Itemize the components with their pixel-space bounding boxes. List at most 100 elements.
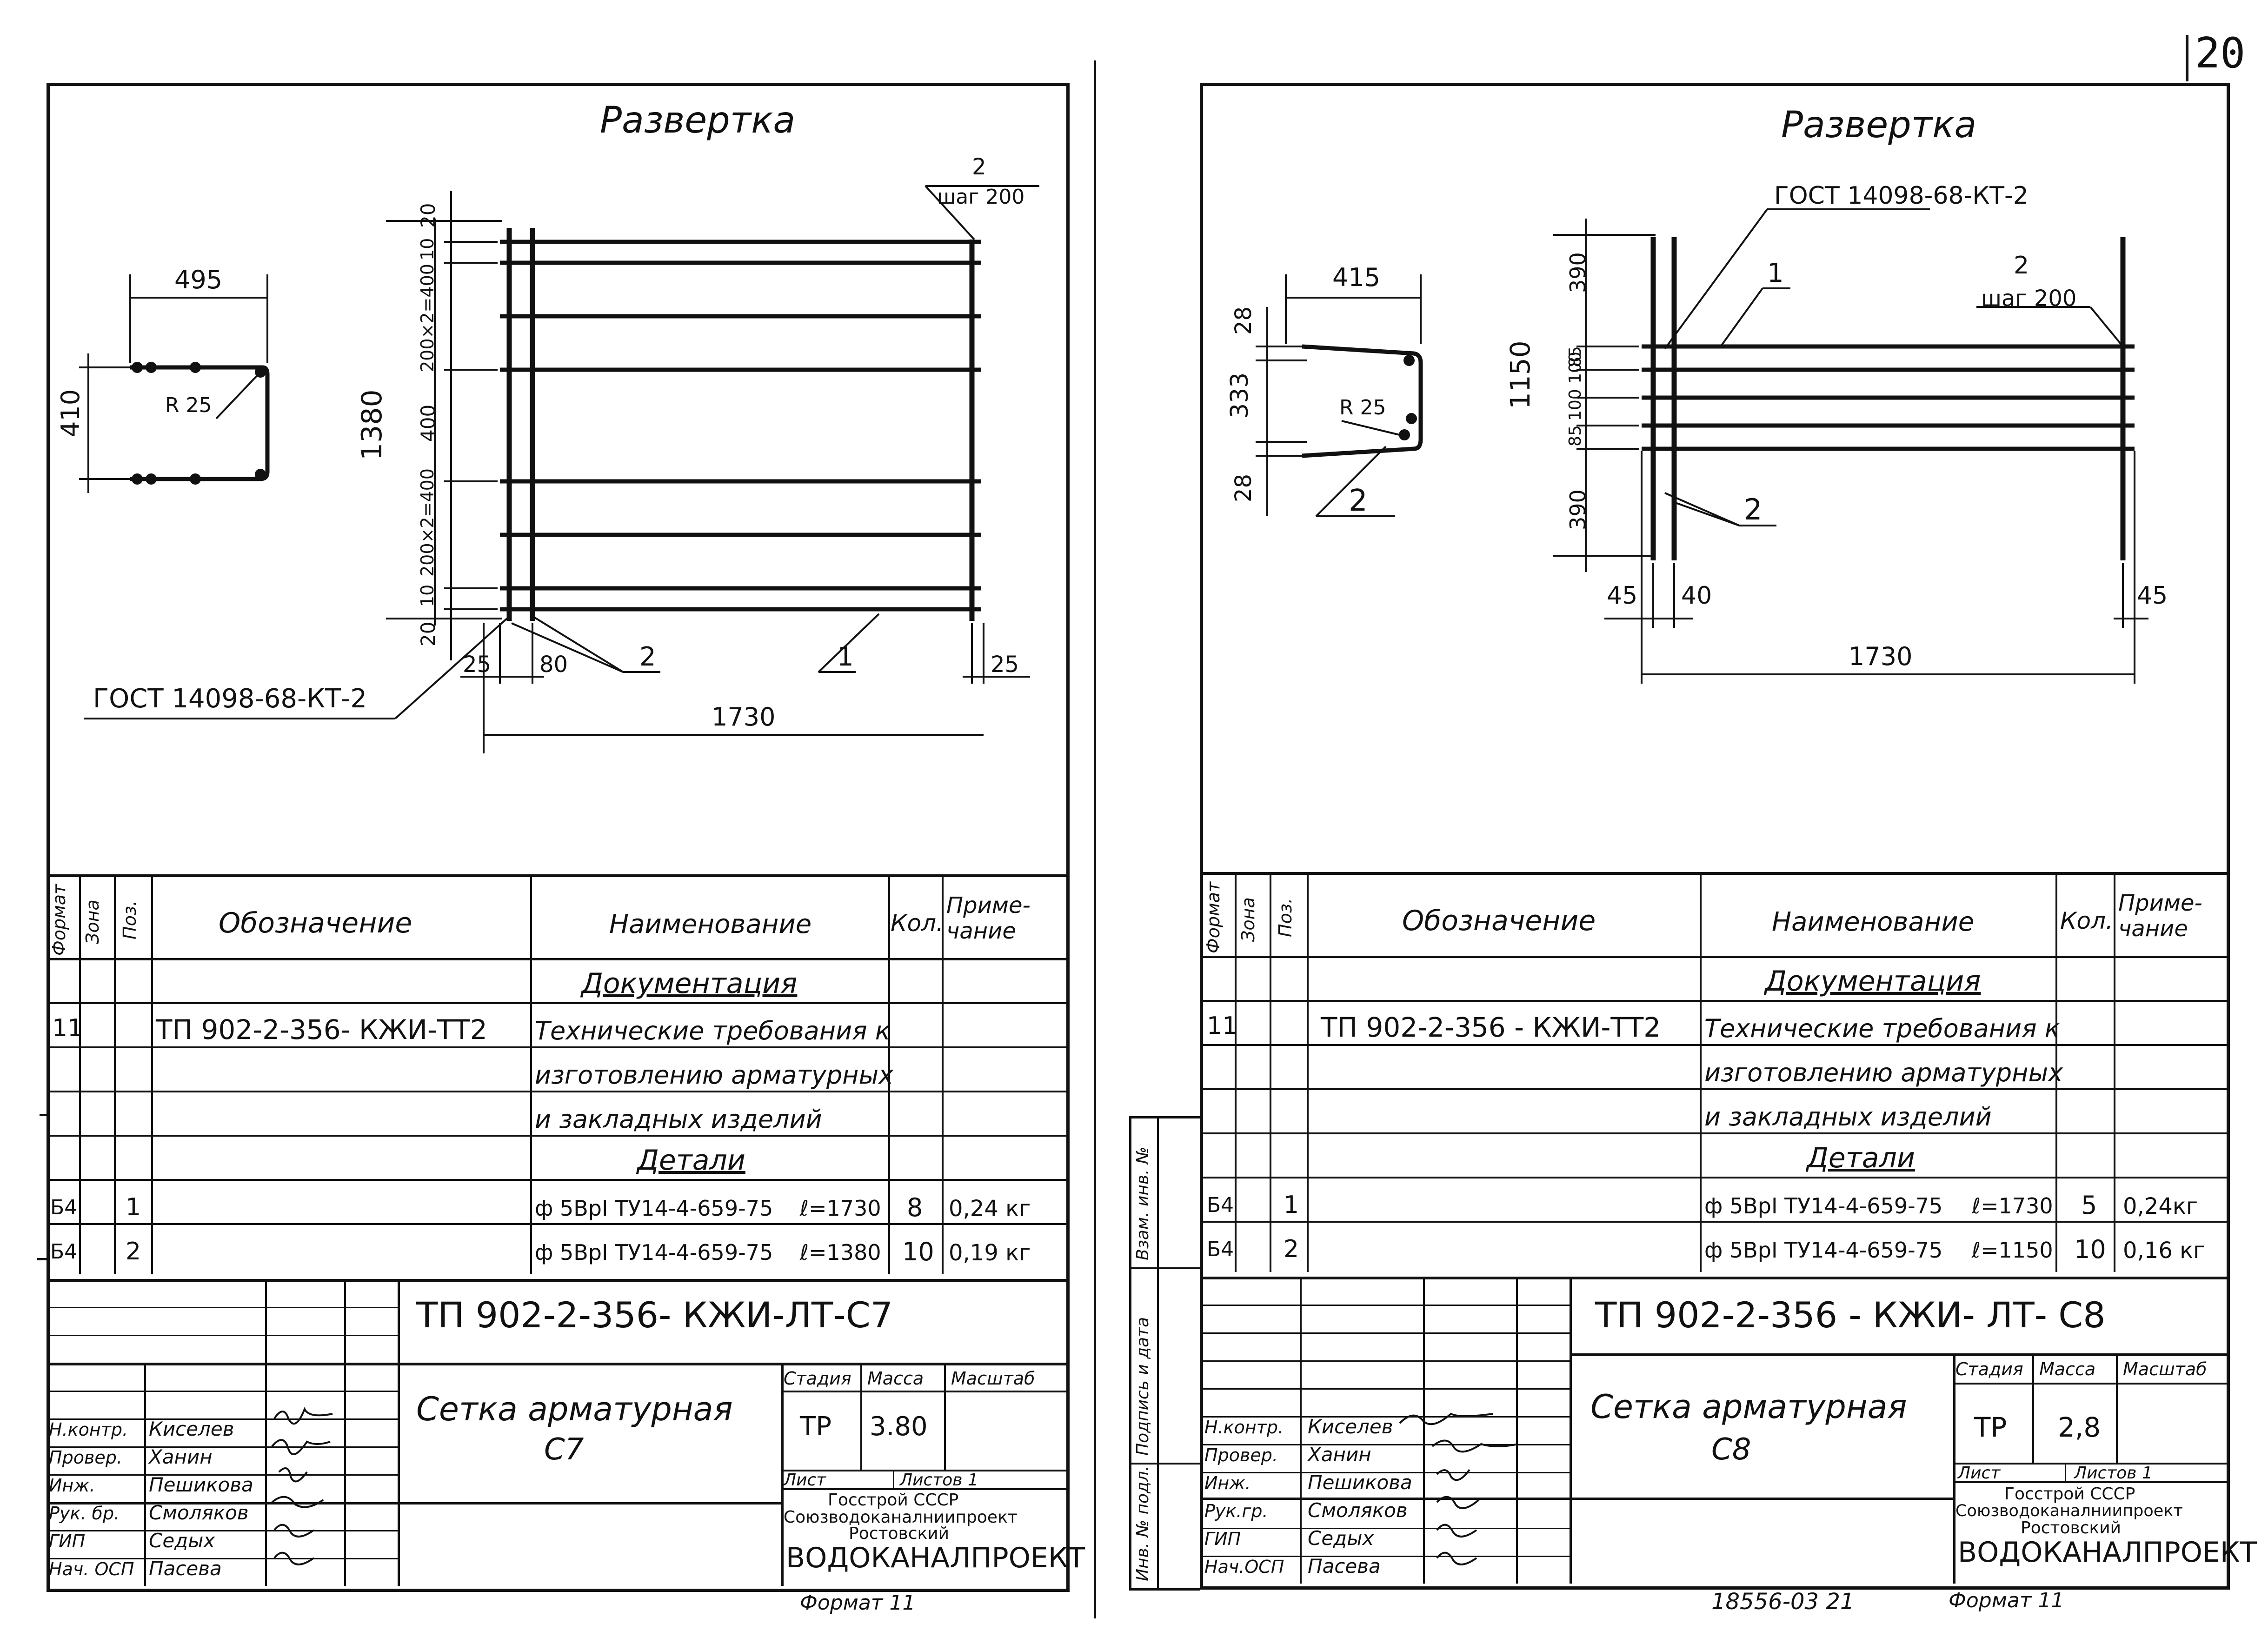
c8-dim-h40: 40 [1681,582,1712,610]
margin-tick-1 [40,1114,48,1116]
c8-stadia: ТР [1974,1411,2007,1443]
c7-row1-name: ф 5ВрI ТУ14-4-659-75 [535,1196,773,1221]
c7-lbl-2: 2 [639,642,656,672]
c8-dim-415: 415 [1332,263,1381,292]
c8-org2: Союзводоканалниипроект [1955,1502,2183,1520]
c8-name-5: Пасева [1308,1555,1381,1578]
c7-masshtab-h: Масштаб [951,1368,1035,1389]
c7-name-3: Смоляков [149,1501,249,1524]
c7-role-0: Н.контр. [49,1419,128,1440]
c7-row1-poz: 1 [126,1193,141,1221]
c8-role-2: Инж. [1204,1473,1251,1493]
c8-stamp-title-2: С8 [1711,1432,1751,1467]
c7-doc-name-1: Технические требования к [535,1016,891,1045]
c7-h-kol: Кол. [891,910,944,937]
c7-doc-name-2: изготовлению арматурных [535,1060,894,1090]
c7-mesh-transverse [506,228,975,621]
c8-dim-h45a: 45 [1607,582,1638,610]
c7-h-prim: Приме-чание [946,892,1031,945]
c8-row1-kol: 5 [2081,1191,2097,1220]
c8-stamp-code: ТП 902-2-356 - КЖИ- ЛТ- С8 [1595,1294,2106,1336]
footer-code: 18556-03 21 [1711,1589,1855,1615]
c7-lbl-1: 1 [837,642,854,672]
c8-org1: Госстрой СССР [2004,1485,2135,1504]
c8-row2-poz: 2 [1284,1235,1299,1263]
c8-pos2-shag: шаг 200 [1981,286,2077,312]
c8-name-1: Ханин [1308,1443,1371,1466]
c8-list-h: Лист [1958,1464,2001,1483]
c8-name-2: Пешикова [1308,1471,1412,1494]
c8-dim-h1730: 1730 [1849,642,1913,671]
c7-mesh-longitudinal [500,240,981,612]
c7-pos2-shag: шаг 200 [937,185,1025,209]
c7-row2-name: ф 5ВрI ТУ14-4-659-75 [535,1240,773,1265]
c8-side-stamp [1129,1116,1200,1591]
c8-row2-name: ф 5ВрI ТУ14-4-659-75 [1704,1238,1943,1263]
c8-doc-name-3: и закладных изделий [1704,1102,1992,1132]
c7-dim-h25a: 25 [463,652,492,678]
page-number-bar [2186,35,2188,81]
c7-dim-r25: R 25 [165,393,212,417]
c8-spec-table [1200,872,2230,1277]
c7-role-3: Рук. бр. [49,1503,120,1524]
c8-role-5: Нач.ОСП [1204,1557,1284,1577]
c7-name-5: Пасева [149,1557,222,1580]
c7-row2-format: Б4 [50,1240,78,1264]
c7-stamp-title-1: Сетка арматурная [416,1390,733,1428]
c7-dim-h25b: 25 [991,652,1019,678]
c8-bent-bar [1302,344,1423,458]
c8-stadia-h: Стадия [1955,1359,2023,1379]
c8-masshtab-h: Масштаб [2123,1359,2207,1379]
c7-massa-h: Масса [867,1368,924,1389]
c7-row1-format: Б4 [50,1196,78,1219]
c8-massa-h: Масса [2039,1359,2096,1379]
c8-lbl-2a: 2 [1349,484,1368,518]
c8-h-oboznach: Обозначение [1402,905,1596,937]
c7-dim-495: 495 [174,265,223,294]
c7-row2-prim: 0,19 кг [949,1240,1031,1266]
c8-row1-len: ℓ=1730 [1972,1193,2053,1218]
c7-section-doc: Документация [581,967,798,1000]
c7-stadia-h: Стадия [784,1368,851,1389]
c7-row1-kol: 8 [907,1193,923,1222]
c8-org3: Ростовский [2021,1518,2122,1538]
c8-org4: ВОДОКАНАЛПРОЕКТ [1958,1536,2257,1569]
margin-tick-2 [37,1258,49,1260]
c7-pos2-num: 2 [972,154,986,180]
c7-row1-prim: 0,24 кг [949,1196,1031,1222]
c7-row2-kol: 10 [902,1237,934,1266]
c8-row1-name: ф 5ВрI ТУ14-4-659-75 [1704,1193,1943,1218]
c7-h-naimen: Наименование [609,909,812,939]
c8-row2-kol: 10 [2074,1235,2106,1264]
c8-section-doc: Документация [1765,965,1981,998]
c8-row1-format: Б4 [1207,1193,1234,1217]
c8-side-podp: Подпись и дата [1133,1317,1152,1456]
c7-stamp [47,1279,1070,1591]
c8-h-kol: Кол. [2060,907,2113,934]
c7-h-oboznach: Обозначение [219,907,412,939]
c7-org3: Ростовский [849,1524,950,1543]
c7-dim-h1730: 1730 [712,702,776,732]
c8-stamp [1200,1277,2230,1591]
c8-side-vzam: Взам. инв. № [1133,1146,1152,1260]
c7-role-4: ГИП [49,1531,86,1551]
c7-doc-name-3: и закладных изделий [535,1105,822,1134]
c8-row1-poz: 1 [1284,1191,1299,1219]
c7-mesh-dims [84,185,1039,753]
c8-h-prim: Приме-чание [2118,890,2202,942]
c7-doc-code: ТП 902-2-356- КЖИ-ТТ2 [156,1014,487,1045]
c8-side-inv: Инв. № подл. [1133,1465,1152,1581]
c8-role-0: Н.контр. [1204,1417,1284,1438]
c8-row2-format: Б4 [1207,1238,1234,1261]
c7-spec-table [47,874,1070,1279]
c7-role-5: Нач. ОСП [49,1559,134,1579]
c7-bent-dims [79,274,268,493]
c8-row2-len: ℓ=1150 [1972,1238,2053,1263]
c7-razvertka: Развертка [600,100,796,141]
c8-massa: 2,8 [2058,1411,2101,1443]
c8-bent-dims [1256,274,1422,517]
c8-gost: ГОСТ 14098-68-КТ-2 [1774,182,2029,210]
